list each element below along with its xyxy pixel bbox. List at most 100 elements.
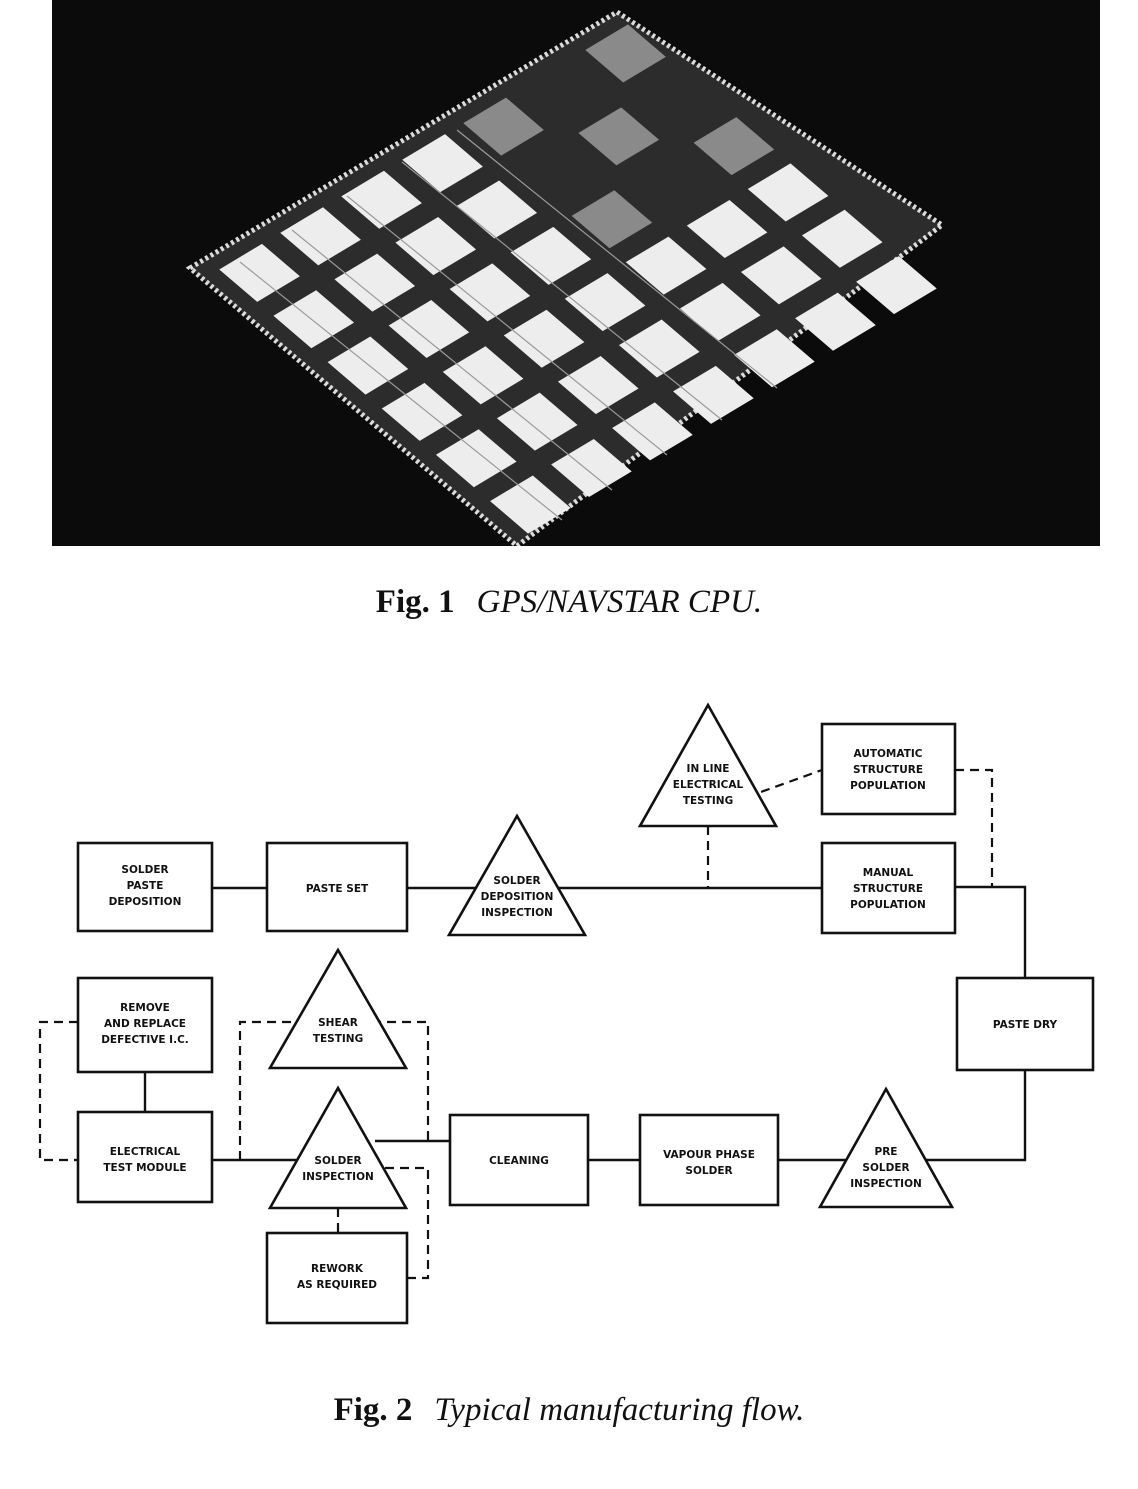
chip-square: [334, 253, 416, 312]
svg-text:AS REQUIRED: AS REQUIRED: [297, 1279, 377, 1291]
node-paste-set: PASTE SET: [265, 841, 409, 933]
svg-text:SHEAR: SHEAR: [318, 1017, 358, 1029]
node-shear-testing: SHEAR TESTING: [267, 947, 409, 1070]
figure-2-caption: Fig. 2 Typical manufacturing flow.: [0, 1392, 1138, 1429]
chip-square: [551, 438, 632, 497]
node-remove-and-replace: REMOVE AND REPLACE DEFECTIVE I.C.: [76, 976, 214, 1074]
chip-square: [449, 263, 531, 322]
chip-square: [463, 97, 544, 156]
node-solder-deposition-inspection: SOLDER DEPOSITION INSPECTION: [446, 813, 588, 937]
edge-rework-loop: [385, 1166, 430, 1280]
chip-square: [219, 243, 300, 302]
svg-text:DEPOSITION: DEPOSITION: [481, 891, 554, 903]
figure-1-caption: Fig. 1 GPS/NAVSTAR CPU.: [0, 584, 1138, 621]
node-in-line-electrical-testing: IN LINE ELECTRICAL TESTING: [637, 702, 779, 828]
figure-1-number: Fig. 1: [375, 584, 455, 620]
figure-1-title: GPS/NAVSTAR CPU.: [476, 584, 763, 620]
node-solder-paste-deposition: SOLDER PASTE DEPOSITION: [76, 841, 214, 933]
node-automatic-structure-population: AUTOMATIC STRUCTURE POPULATION: [820, 722, 957, 816]
cpu-board-image: [52, 0, 1100, 546]
svg-text:PASTE: PASTE: [127, 880, 164, 892]
node-vapour-phase-solder: VAPOUR PHASE SOLDER: [638, 1113, 780, 1207]
chip-square: [686, 200, 768, 259]
chip-square: [571, 190, 653, 249]
chip-square: [280, 207, 361, 266]
chip-square: [679, 282, 761, 341]
chip-square: [578, 107, 660, 166]
svg-text:IN LINE: IN LINE: [687, 763, 730, 775]
chip-square: [496, 392, 578, 451]
svg-text:INSPECTION: INSPECTION: [850, 1178, 922, 1190]
svg-text:MANUAL: MANUAL: [863, 867, 914, 879]
edge-inline-automatic: [746, 768, 823, 799]
svg-text:PASTE SET: PASTE SET: [306, 883, 369, 895]
chip-square: [490, 475, 571, 534]
svg-text:AUTOMATIC: AUTOMATIC: [854, 748, 923, 760]
chip-square: [747, 163, 829, 222]
svg-text:TESTING: TESTING: [313, 1033, 363, 1045]
chip-square: [673, 365, 754, 424]
manufacturing-flow-diagram: SOLDER PASTE DEPOSITION PASTE SET AUTOMA…: [0, 690, 1138, 1350]
node-paste-dry: PASTE DRY: [955, 976, 1095, 1072]
chip-square: [442, 346, 524, 405]
svg-text:TEST MODULE: TEST MODULE: [103, 1162, 186, 1174]
node-manual-structure-population: MANUAL STRUCTURE POPULATION: [820, 841, 957, 935]
svg-text:TESTING: TESTING: [683, 795, 733, 807]
svg-text:DEPOSITION: DEPOSITION: [109, 896, 182, 908]
chip-square: [795, 292, 876, 351]
chip-square: [456, 180, 538, 239]
svg-text:REMOVE: REMOVE: [120, 1002, 170, 1014]
chip-square: [395, 217, 477, 276]
chip-square: [435, 429, 517, 488]
svg-text:SOLDER: SOLDER: [121, 864, 168, 876]
chip-square: [388, 299, 470, 358]
svg-text:STRUCTURE: STRUCTURE: [853, 883, 923, 895]
svg-text:CLEANING: CLEANING: [489, 1155, 549, 1167]
figure-2-number: Fig. 2: [333, 1392, 413, 1428]
svg-text:POPULATION: POPULATION: [850, 899, 926, 911]
node-pre-solder-inspection: PRE SOLDER INSPECTION: [817, 1086, 955, 1209]
svg-text:REWORK: REWORK: [311, 1263, 364, 1275]
chip-square: [381, 382, 463, 441]
edge-pastedry-presolder: [925, 1070, 1027, 1162]
svg-text:POPULATION: POPULATION: [850, 780, 926, 792]
edge-automatic-manual: [955, 768, 994, 887]
chip-square: [341, 170, 422, 229]
svg-text:SOLDER: SOLDER: [314, 1155, 361, 1167]
chip-square: [503, 309, 585, 368]
svg-text:STRUCTURE: STRUCTURE: [853, 764, 923, 776]
svg-text:ELECTRICAL: ELECTRICAL: [673, 779, 744, 791]
chip-square: [734, 329, 815, 388]
svg-text:INSPECTION: INSPECTION: [302, 1171, 374, 1183]
edge-manual-pastedry: [955, 885, 1027, 978]
svg-text:SOLDER: SOLDER: [685, 1165, 732, 1177]
svg-text:AND REPLACE: AND REPLACE: [104, 1018, 186, 1030]
flow-diagram-svg: SOLDER PASTE DEPOSITION PASTE SET AUTOMA…: [38, 702, 1095, 1325]
cpu-photograph: [52, 0, 1100, 546]
chip-square: [618, 319, 700, 378]
chip-square: [402, 134, 483, 193]
chip-square: [585, 24, 666, 83]
chip-square: [557, 356, 639, 415]
figure-2-title: Typical manufacturing flow.: [434, 1392, 805, 1428]
node-rework-as-required: REWORK AS REQUIRED: [265, 1231, 409, 1325]
chip-square: [510, 226, 592, 285]
chip-square: [625, 236, 707, 295]
node-solder-inspection: SOLDER INSPECTION: [267, 1085, 409, 1210]
chip-square: [740, 246, 822, 305]
svg-text:PASTE DRY: PASTE DRY: [993, 1019, 1058, 1031]
node-electrical-test-module: ELECTRICAL TEST MODULE: [76, 1110, 214, 1204]
chip-square: [564, 273, 646, 332]
svg-text:PRE: PRE: [875, 1146, 898, 1158]
svg-text:INSPECTION: INSPECTION: [481, 907, 553, 919]
svg-text:SOLDER: SOLDER: [862, 1162, 909, 1174]
chip-square: [693, 117, 775, 176]
chip-square: [612, 402, 693, 461]
chip-square: [801, 209, 883, 268]
node-cleaning: CLEANING: [448, 1113, 590, 1207]
svg-text:SOLDER: SOLDER: [493, 875, 540, 887]
svg-text:DEFECTIVE I.C.: DEFECTIVE I.C.: [101, 1034, 189, 1046]
edge-remove-loop: [38, 1020, 78, 1162]
svg-text:ELECTRICAL: ELECTRICAL: [110, 1146, 181, 1158]
chip-square: [856, 256, 937, 315]
